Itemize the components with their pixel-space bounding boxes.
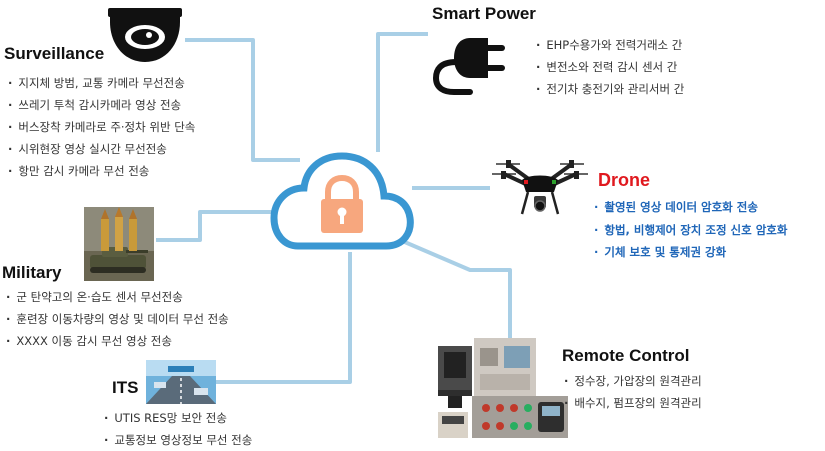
smart-power-list: EHP수용가와 전력거래소 간 변전소와 전력 감시 센서 간 전기차 충전기와… (536, 34, 684, 100)
its-list: UTIS RES망 보안 전송 교통정보 영상정보 무선 전송 (104, 407, 252, 451)
list-item: 군 탄약고의 온·습도 센서 무선전송 (6, 286, 229, 308)
tank-ammunition-image (84, 207, 154, 281)
control-panel-image (438, 338, 568, 438)
connector-surveillance (185, 38, 300, 162)
remote-control-title: Remote Control (562, 346, 690, 365)
list-item: 훈련장 이동차량의 영상 및 데이터 무선 전송 (6, 308, 228, 330)
list-item: 기체 보호 및 통제권 강화 (594, 241, 787, 264)
list-item: UTIS RES망 보안 전송 (104, 407, 252, 429)
list-item: 배수지, 펌프장의 원격관리 (564, 392, 701, 414)
list-item: 촬영된 영상 데이터 암호화 전송 (594, 196, 787, 219)
list-item: 항법, 비행제어 장치 조정 신호 암호화 (594, 219, 787, 242)
remote-control-list: 정수장, 가압장의 원격관리 배수지, 펌프장의 원격관리 (564, 370, 701, 414)
cloud-lock-icon (270, 152, 414, 250)
list-item: XXXX 이동 감시 무선 영상 전송 (6, 330, 229, 352)
surveillance-title: Surveillance (4, 44, 105, 63)
list-item: 교통정보 영상정보 무선 전송 (104, 429, 252, 451)
surveillance-list: 지지체 방범, 교통 카메라 무선전송 쓰레기 투척 감시카메라 영상 전송 버… (8, 72, 195, 182)
cctv-camera-icon (108, 8, 182, 62)
drone-title: Drone (598, 170, 651, 190)
list-item: 정수장, 가압장의 원격관리 (564, 370, 701, 392)
list-item: 쓰레기 투척 감시카메라 영상 전송 (8, 94, 195, 116)
smart-power-title: Smart Power (432, 4, 536, 23)
list-item: 지지체 방범, 교통 카메라 무선전송 (8, 72, 195, 94)
military-list: 군 탄약고의 온·습도 센서 무선전송 훈련장 이동차량의 영상 및 데이터 무… (6, 286, 229, 352)
list-item: 전기차 충전기와 관리서버 간 (536, 78, 684, 100)
list-item: 변전소와 전력 감시 센서 간 (536, 56, 684, 78)
connector-smart-power (376, 32, 428, 152)
lock-icon (321, 174, 363, 233)
drone-image (492, 160, 588, 215)
connector-its (216, 252, 352, 384)
power-plug-icon (432, 38, 505, 95)
list-item: 시위현장 영상 실시간 무선전송 (8, 138, 195, 160)
list-item: 항만 감시 카메라 무선 전송 (8, 160, 195, 182)
drone-list: 촬영된 영상 데이터 암호화 전송 항법, 비행제어 장치 조정 신호 암호화 … (594, 196, 787, 264)
military-title: Military (2, 263, 62, 282)
its-title: ITS (112, 378, 139, 397)
list-item: EHP수용가와 전력거래소 간 (536, 34, 684, 56)
list-item: 버스장착 카메라로 주·정차 위반 단속 (8, 116, 195, 138)
highway-traffic-image (146, 360, 216, 404)
connector-remote-control (399, 238, 512, 340)
